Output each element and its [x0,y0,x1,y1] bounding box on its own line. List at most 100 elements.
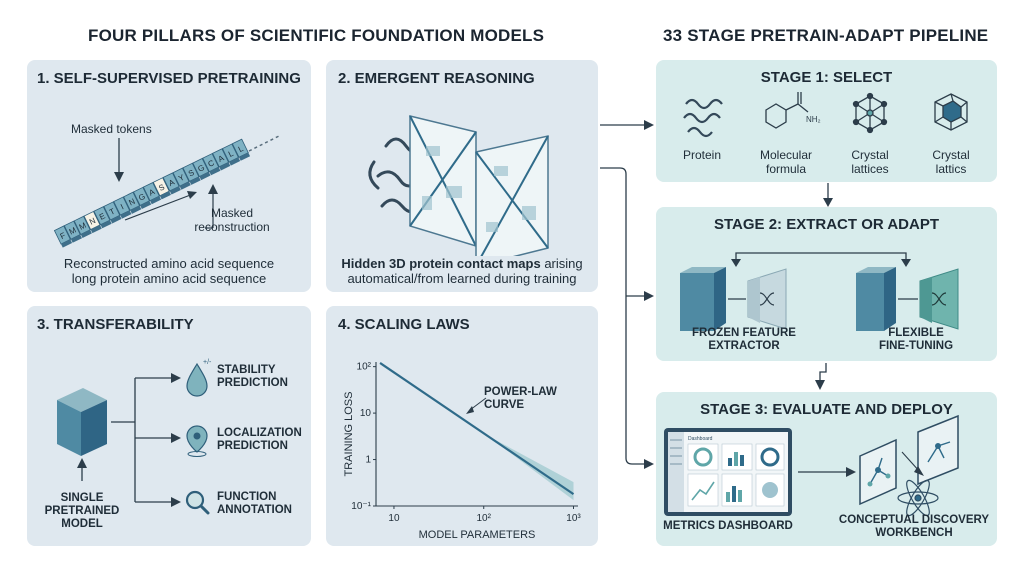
single-pretrained-model-label: SINGLE PRETRAINED MODEL [44,492,120,530]
token-letter: G [137,192,147,203]
token-cell-side [140,200,152,210]
token-cell-side [209,167,221,176]
token-letter: M [68,225,78,236]
pillar-title: 3. TRANSFERABILITY [37,316,194,333]
metrics-dashboard-label: METRICS DASHBOARD [663,520,793,532]
pipeline-connectors [600,120,654,469]
token-cell [162,172,180,192]
frozen-feature-extractor-label: FROZEN FEATURE EXTRACTOR [692,327,796,352]
token-cell-side [229,157,241,166]
token-letter: T [108,207,116,217]
stability-prediction-label: STABILITY PREDICTION [217,364,288,389]
y-tick-label: 10⁻¹ [351,501,371,512]
item-crystal-lattics: Crystal lattics [932,148,970,176]
stage-evaluate-and-deploy: STAGE 3: EVALUATE AND DEPLOY Dashboard [656,392,997,546]
token-letter: L [237,144,245,154]
arrow-stage1-stage2 [823,183,833,207]
stage1-icons: O NH₂ [683,90,968,138]
pillar-title: 1. SELF-SUPERVISED PRETRAINING [37,70,301,87]
token-cell-side [169,186,181,195]
token-cell [182,162,200,182]
conceptual-discovery-workbench-label: CONCEPTUAL DISCOVERY WORKBENCH [838,514,990,539]
atom-icon [897,479,939,517]
token-letter: C [207,158,216,169]
localization-prediction-label: LOCALIZATION PREDICTION [217,427,302,452]
x-tick-label: 10³ [566,513,581,524]
token-cell [231,138,249,158]
token-cell-side [199,171,211,181]
nh2-label: NH₂ [806,115,821,124]
token-cell-side [110,215,122,224]
y-tick-label: 1 [365,455,371,466]
function-annotation-label: FUNCTION ANNOTATION [217,491,292,516]
token-letter: S [157,182,166,192]
token-letter: N [88,216,97,227]
token-cell [142,182,160,202]
stage-title: STAGE 1: SELECT [760,69,893,86]
pillar1-caption: Reconstructed amino acid sequence long p… [63,256,275,286]
token-cell [202,153,220,173]
token-cell-side [130,205,142,214]
left-heading: FOUR PILLARS OF SCIENTIFIC FOUNDATION MO… [88,26,545,45]
x-axis-label: MODEL PARAMETERS [419,529,536,541]
token-letter: F [59,231,67,241]
x-tick-label: 10 [388,513,400,524]
flexible-fine-tuning-label: FLEXIBLE FINE-TUNING [878,327,954,352]
location-pin-icon [186,425,208,457]
token-letter: L [227,149,235,159]
power-law-line [379,362,575,496]
oxygen-label: O [803,90,809,92]
dashboard-title: Dashboard [688,436,713,442]
token-cell [192,157,210,178]
token-cell-side [179,181,191,190]
fine-tuning-block [856,267,896,331]
token-letter: I [119,202,125,211]
token-letter: N [127,197,136,208]
token-cell-side [189,176,201,185]
shuffle-icon-2 [931,292,947,306]
right-heading: 33 STAGE PRETRAIN-ADAPT PIPELINE [663,26,989,45]
label-pointer-head [466,406,474,414]
stage-select: STAGE 1: SELECT [656,60,997,182]
molecule-icon [765,92,809,129]
contact-map-2 [475,135,549,256]
y-axis-label: TRAINING LOSS [343,392,355,477]
workbench-screens [859,414,959,506]
protein-icon [683,98,723,138]
token-cell-side [120,210,132,219]
y-tick-label: 10² [357,362,372,373]
magnifier-icon [185,490,210,515]
token-cell-side [61,239,73,248]
stage2-diagram [680,252,959,331]
crystal-cube-icon [934,93,968,131]
y-tick-label: 10 [360,408,372,419]
stage-title: STAGE 2: EXTRACT OR ADAPT [713,216,939,233]
label-pointer [469,397,487,411]
token-cell [83,210,101,231]
crystal-lattice-icon [852,92,888,134]
item-molecular-formula: Molecular formula [759,148,813,176]
token-letter: A [217,153,226,164]
token-cell [73,215,91,235]
token-cell-side [149,196,162,205]
masked-tokens-label: Masked tokens [71,122,152,136]
dashboard-monitor: Dashboard [664,428,792,516]
token-cell [172,167,190,187]
pillar-emergent-reasoning: 2. EMERGENT REASONING Hidden 3D pro [326,60,598,292]
contact-map-illustration [368,115,549,256]
token-cell [132,186,150,206]
token-cell-side [238,152,251,161]
transferability-diagram: +/- [57,359,212,515]
token-cell-side [159,191,171,200]
droplet-icon: +/- [186,359,212,397]
token-cell-side [80,229,92,238]
token-letter: G [196,163,206,174]
caption-rest: arising automatical/from learned during … [347,256,583,286]
token-letter: Y [177,173,186,184]
pillar-title: 2. EMERGENT REASONING [338,70,535,87]
token-letter: M [78,221,88,232]
